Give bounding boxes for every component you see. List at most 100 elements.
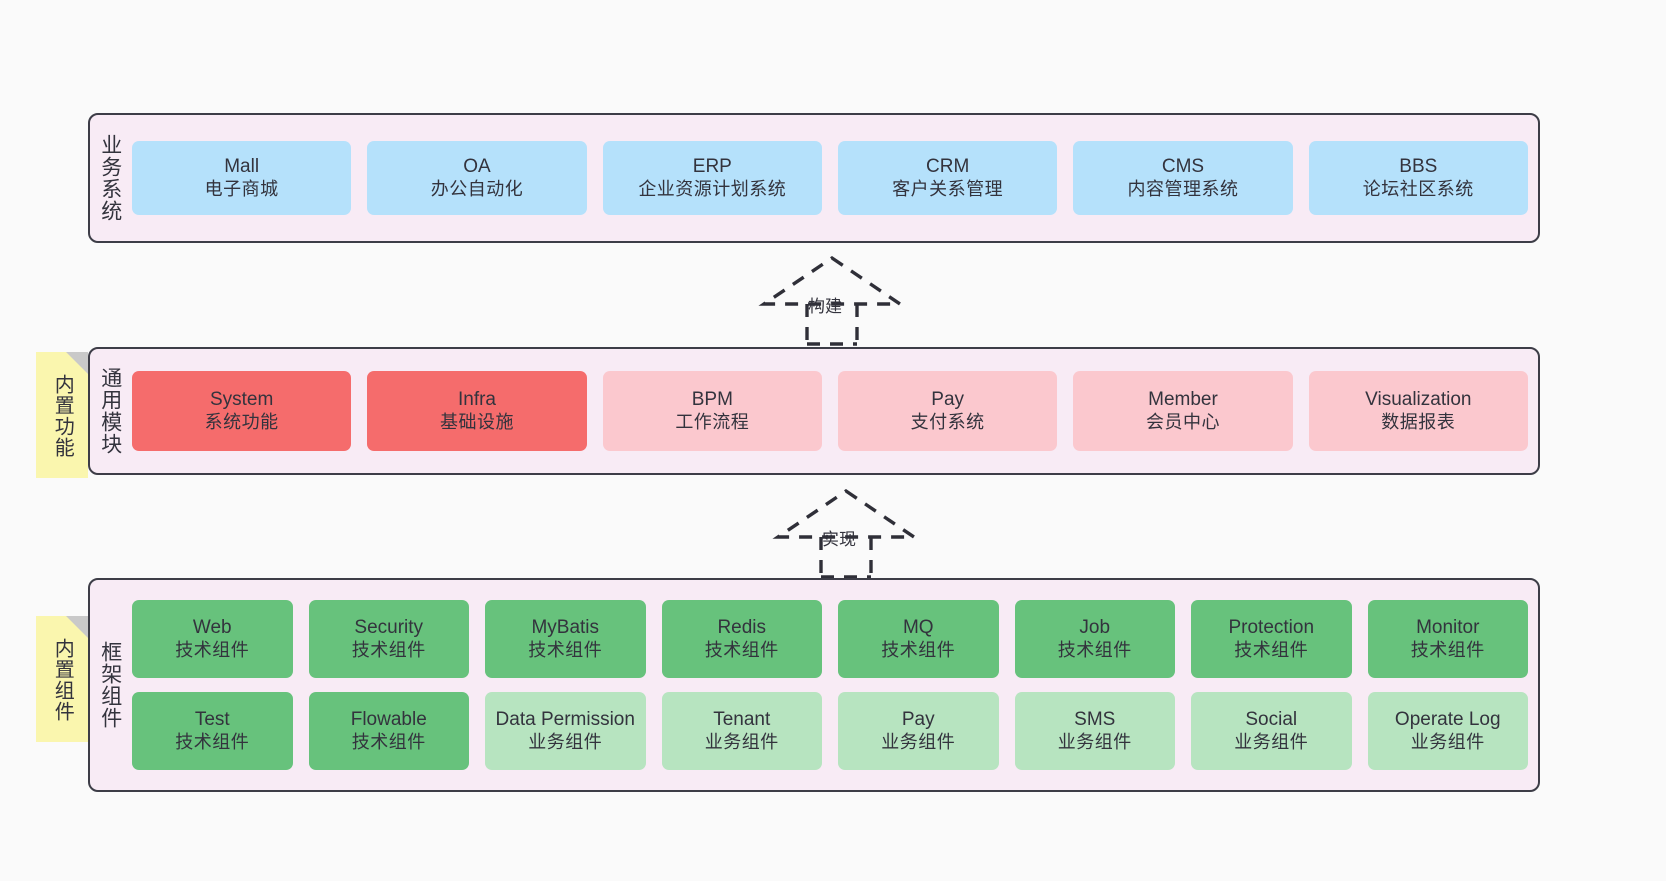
node-tenant[interactable]: Tenant 业务组件 <box>661 692 822 770</box>
sticky-fold-icon <box>66 616 88 638</box>
node-subtitle: 技术组件 <box>1410 640 1485 661</box>
layer-framework-components: 框架组件 Web 技术组件 Security 技术组件 MyBatis 技术组件 <box>88 578 1540 792</box>
node-cms[interactable]: CMS 内容管理系统 <box>1073 141 1293 215</box>
node-subtitle: 技术组件 <box>175 640 250 661</box>
framework-node-row-1: Web 技术组件 Security 技术组件 MyBatis 技术组件 Redi… <box>132 600 1528 678</box>
node-flowable[interactable]: Flowable 技术组件 <box>308 692 469 770</box>
node-title: Data Permission <box>495 709 635 731</box>
node-monitor[interactable]: Monitor 技术组件 <box>1367 600 1528 678</box>
node-mq[interactable]: MQ 技术组件 <box>838 600 999 678</box>
node-mybatis[interactable]: MyBatis 技术组件 <box>485 600 646 678</box>
node-title: System <box>209 389 274 411</box>
node-title: Tenant <box>713 709 771 731</box>
node-bbs[interactable]: BBS 论坛社区系统 <box>1308 141 1528 215</box>
layer-business-systems: 业务系统 Mall 电子商城 OA 办公自动化 ERP 企业资源计划系统 CRM <box>88 113 1540 243</box>
modules-node-row: System 系统功能 Infra 基础设施 BPM 工作流程 Pay 支付系统… <box>132 371 1528 451</box>
node-system[interactable]: System 系统功能 <box>132 371 352 451</box>
node-title: Visualization <box>1365 389 1472 411</box>
node-erp[interactable]: ERP 企业资源计划系统 <box>602 141 822 215</box>
node-subtitle: 业务组件 <box>528 732 603 753</box>
node-title: MQ <box>902 617 934 639</box>
node-title: Pay <box>901 709 935 731</box>
node-subtitle: 业务组件 <box>1057 732 1132 753</box>
node-title: Monitor <box>1416 617 1480 639</box>
node-bpm[interactable]: BPM 工作流程 <box>602 371 822 451</box>
node-title: Test <box>194 709 230 731</box>
arrow-implement-icon <box>772 488 920 579</box>
arrow-build-icon <box>758 255 906 346</box>
node-title: Flowable <box>350 709 427 731</box>
node-pay-module[interactable]: Pay 支付系统 <box>837 371 1058 451</box>
node-sms[interactable]: SMS 业务组件 <box>1014 692 1175 770</box>
node-title: BBS <box>1399 156 1438 178</box>
node-test[interactable]: Test 技术组件 <box>132 692 293 770</box>
layer-modules-body: System 系统功能 Infra 基础设施 BPM 工作流程 Pay 支付系统… <box>130 349 1538 473</box>
node-title: Mall <box>224 156 260 178</box>
node-member[interactable]: Member 会员中心 <box>1073 371 1293 451</box>
node-infra[interactable]: Infra 基础设施 <box>367 371 587 451</box>
node-title: Job <box>1079 617 1111 639</box>
node-subtitle: 支付系统 <box>910 412 985 433</box>
node-title: CMS <box>1161 156 1205 178</box>
node-title: SMS <box>1074 709 1116 731</box>
node-subtitle: 客户关系管理 <box>892 179 1004 200</box>
arrow-build-label: 构建 <box>808 297 842 316</box>
node-oa[interactable]: OA 办公自动化 <box>367 141 587 215</box>
node-subtitle: 企业资源计划系统 <box>638 179 787 200</box>
node-title: Protection <box>1228 617 1315 639</box>
node-subtitle: 办公自动化 <box>430 179 524 200</box>
node-subtitle: 内容管理系统 <box>1127 179 1239 200</box>
node-subtitle: 技术组件 <box>351 640 426 661</box>
sticky-note-builtin-functions: 内置功能 <box>36 352 88 478</box>
node-title: ERP <box>692 156 732 178</box>
node-subtitle: 技术组件 <box>351 732 426 753</box>
node-job[interactable]: Job 技术组件 <box>1014 600 1175 678</box>
node-redis[interactable]: Redis 技术组件 <box>661 600 822 678</box>
sticky-fold-icon <box>66 352 88 374</box>
framework-node-rows: Web 技术组件 Security 技术组件 MyBatis 技术组件 Redi… <box>132 590 1528 780</box>
node-title: Security <box>354 617 424 639</box>
node-data-permission[interactable]: Data Permission 业务组件 <box>485 692 646 770</box>
node-web[interactable]: Web 技术组件 <box>132 600 293 678</box>
node-subtitle: 数据报表 <box>1381 412 1456 433</box>
node-subtitle: 技术组件 <box>175 732 250 753</box>
node-subtitle: 工作流程 <box>675 412 750 433</box>
node-security[interactable]: Security 技术组件 <box>308 600 469 678</box>
node-title: CRM <box>926 156 970 178</box>
node-subtitle: 业务组件 <box>881 732 956 753</box>
node-subtitle: 技术组件 <box>1234 640 1309 661</box>
node-subtitle: 业务组件 <box>1410 732 1485 753</box>
business-node-row: Mall 电子商城 OA 办公自动化 ERP 企业资源计划系统 CRM 客户关系… <box>132 141 1528 215</box>
node-social[interactable]: Social 业务组件 <box>1191 692 1352 770</box>
node-pay-component[interactable]: Pay 业务组件 <box>838 692 999 770</box>
node-title: Pay <box>931 389 965 411</box>
layer-framework-title: 框架组件 <box>98 641 122 729</box>
layer-modules-title: 通用模块 <box>98 367 122 455</box>
node-title: OA <box>463 156 491 178</box>
node-mall[interactable]: Mall 电子商城 <box>132 141 352 215</box>
node-subtitle: 技术组件 <box>881 640 956 661</box>
node-title: Redis <box>717 617 767 639</box>
node-subtitle: 技术组件 <box>704 640 779 661</box>
node-title: BPM <box>691 389 733 411</box>
node-visualization[interactable]: Visualization 数据报表 <box>1308 371 1528 451</box>
sticky-label: 内置功能 <box>51 374 74 458</box>
node-operate-log[interactable]: Operate Log 业务组件 <box>1367 692 1528 770</box>
node-subtitle: 论坛社区系统 <box>1362 179 1474 200</box>
node-protection[interactable]: Protection 技术组件 <box>1191 600 1352 678</box>
layer-business-body: Mall 电子商城 OA 办公自动化 ERP 企业资源计划系统 CRM 客户关系… <box>130 115 1538 241</box>
sticky-note-builtin-components: 内置组件 <box>36 616 88 742</box>
layer-common-modules: 通用模块 System 系统功能 Infra 基础设施 BPM 工作流程 Pay <box>88 347 1540 475</box>
node-title: Web <box>192 617 232 639</box>
node-subtitle: 业务组件 <box>704 732 779 753</box>
node-subtitle: 技术组件 <box>528 640 603 661</box>
node-title: MyBatis <box>531 617 600 639</box>
arrow-implement-label: 实现 <box>822 530 856 549</box>
framework-node-row-2: Test 技术组件 Flowable 技术组件 Data Permission … <box>132 692 1528 770</box>
node-crm[interactable]: CRM 客户关系管理 <box>837 141 1058 215</box>
node-subtitle: 基础设施 <box>439 412 514 433</box>
node-title: Social <box>1245 709 1298 731</box>
layer-framework-body: Web 技术组件 Security 技术组件 MyBatis 技术组件 Redi… <box>130 580 1538 790</box>
node-title: Operate Log <box>1394 709 1501 731</box>
